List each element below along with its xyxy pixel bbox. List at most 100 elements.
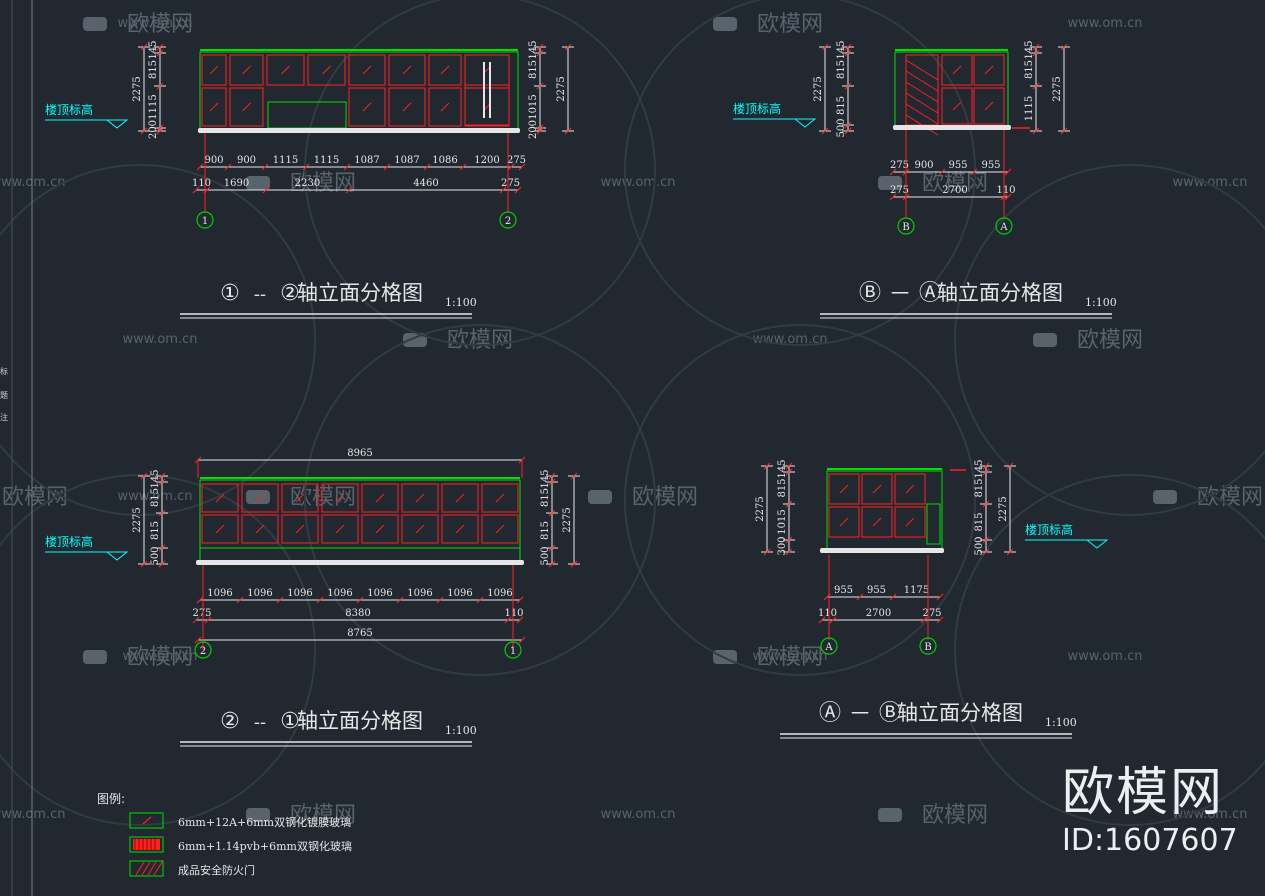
dim-tick — [276, 596, 284, 604]
glass-panel — [361, 514, 399, 544]
view-title: 轴立面分格图 — [297, 709, 423, 733]
watermark-sofa-icon — [1033, 333, 1057, 347]
legend-swatch-hatch — [142, 816, 152, 825]
dim-tick — [518, 163, 526, 171]
watermark-sofa-icon — [1153, 490, 1177, 504]
dim-label: 275 — [890, 185, 909, 196]
glass-panel — [861, 506, 893, 538]
sidebar-mark: 标 — [0, 367, 8, 376]
dim-label-vertical: 145 — [1024, 40, 1035, 59]
dim-tick — [1032, 82, 1040, 90]
view-scale: 1:100 — [445, 724, 477, 737]
dim-tick — [785, 462, 793, 470]
dim-tick — [262, 186, 270, 194]
glass-panel — [941, 54, 973, 86]
dim-label-vertical: 145 — [148, 40, 159, 59]
legend-swatch-coated-glass — [129, 812, 164, 829]
dim-tick — [140, 43, 148, 51]
dim-tick — [785, 536, 793, 544]
dim-tick — [570, 560, 578, 568]
dim-label: 8380 — [345, 608, 370, 619]
dim-tick — [1006, 462, 1014, 470]
watermark-url: www.om.cn — [601, 175, 676, 190]
brand-logo-text: 欧模网 — [1062, 763, 1225, 823]
dim-label-vertical: 2275 — [132, 507, 143, 532]
watermark-logo: 欧模网 — [127, 12, 193, 37]
dim-label-vertical: 145 — [528, 40, 539, 59]
watermark-logo: 欧模网 — [757, 12, 823, 37]
dim-tick — [156, 49, 164, 57]
floor-level-label: 楼顶标高 — [45, 102, 93, 117]
legend-swatch-hatch — [153, 861, 163, 876]
dim-tick — [140, 127, 148, 135]
title-dash: 一 — [891, 284, 909, 305]
title-dash: -- — [254, 284, 266, 305]
axis-bubble — [194, 641, 212, 659]
dim-label: 955 — [834, 585, 853, 596]
dim-tick — [536, 49, 544, 57]
dim-tick — [459, 163, 467, 171]
legend-swatch-hatch — [141, 861, 151, 876]
dim-tick — [889, 593, 897, 601]
watermark-sofa-icon — [83, 17, 107, 31]
view-title: 轴立面分格图 — [297, 281, 423, 305]
watermark-url: www.om.cn — [0, 807, 65, 822]
dim-tick — [570, 472, 578, 480]
glass-hatch — [495, 524, 505, 534]
dim-tick — [763, 548, 771, 556]
dim-label-vertical: 815 — [836, 60, 847, 79]
dim-tick — [1004, 168, 1012, 176]
watermark-url: www.om.cn — [123, 649, 198, 664]
dim-tick — [476, 596, 484, 604]
glass-panel — [321, 514, 359, 544]
watermark-logo: 欧模网 — [127, 645, 193, 670]
dim-tick — [829, 616, 837, 624]
glass-panel — [241, 483, 279, 513]
dim-tick — [936, 593, 944, 601]
floor-slab — [893, 125, 1011, 130]
dim-tick — [821, 43, 829, 51]
glass-panel — [201, 483, 239, 513]
dim-tick — [763, 462, 771, 470]
watermark-url: www.om.cn — [123, 332, 198, 347]
glass-hatch — [440, 65, 450, 75]
glass-panel — [481, 483, 519, 513]
legend-swatch-hatch — [135, 861, 145, 876]
dim-tick — [423, 163, 431, 171]
axis-bubble — [196, 211, 214, 229]
dim-label-vertical: 815 — [974, 478, 985, 497]
floor-level-marker — [105, 551, 129, 561]
dim-tick — [548, 472, 556, 480]
glass-hatch — [839, 517, 849, 527]
title-axis-b: Ⓑ — [879, 701, 901, 726]
axis-bubble — [919, 637, 937, 655]
title-axis-b: Ⓐ — [919, 281, 941, 306]
dim-tick — [316, 596, 324, 604]
glass-hatch — [242, 102, 251, 112]
dim-tick — [548, 560, 556, 568]
watermark-arc — [954, 164, 1265, 516]
glass-hatch — [415, 493, 425, 503]
dim-tick — [1032, 43, 1040, 51]
dim-label: 2700 — [866, 608, 891, 619]
glass-panel — [201, 87, 227, 127]
door-hatch — [905, 70, 939, 92]
axis-label: A — [824, 642, 833, 653]
glass-panel — [281, 483, 319, 513]
door-hatch — [905, 81, 939, 103]
dim-tick — [938, 168, 946, 176]
title-axis-b: ① — [280, 709, 300, 734]
glass-hatch — [839, 484, 849, 494]
dim-label-vertical: 145 — [777, 459, 788, 478]
axis-label: 1 — [202, 216, 208, 227]
glass-panel — [894, 473, 926, 505]
dim-label-vertical: 815 — [540, 488, 551, 507]
dim-label-vertical: 300 — [777, 536, 788, 555]
dim-tick — [156, 43, 164, 51]
dim-label: 110 — [504, 608, 523, 619]
dim-tick — [514, 186, 522, 194]
watermark-arc — [624, 0, 976, 346]
watermark-url: www.om.cn — [753, 649, 828, 664]
dim-tick — [785, 548, 793, 556]
axis-label: 2 — [505, 216, 511, 227]
